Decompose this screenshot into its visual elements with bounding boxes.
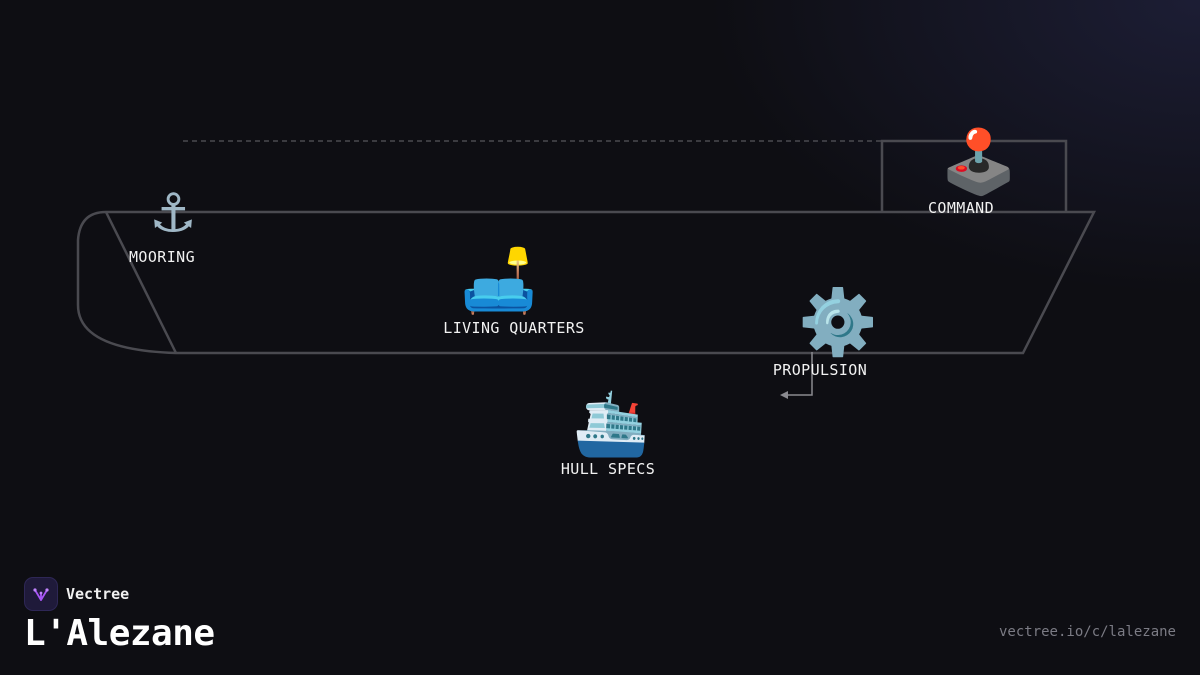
node-mooring[interactable]: ⚓ MOORING: [129, 171, 195, 266]
hull-outline: [76, 210, 1097, 355]
hull-specs-label: HULL SPECS: [561, 460, 655, 478]
propulsion-connector: [787, 352, 813, 396]
bow-line: [104, 211, 178, 354]
brand: Vectree: [24, 577, 129, 611]
couch-and-lamp-icon: 🛋️: [460, 244, 537, 317]
command-cabin-outline: [880, 139, 1068, 212]
node-hull-specs[interactable]: 🛳️ HULL SPECS: [561, 387, 655, 478]
living-quarters-label: LIVING QUARTERS: [443, 319, 584, 337]
connector-arrowhead: [780, 391, 788, 399]
mooring-label: MOORING: [129, 248, 195, 266]
node-command[interactable]: 🕹️ COMMAND: [928, 125, 1018, 217]
anchor-icon: ⚓: [153, 171, 193, 248]
propulsion-label: PROPULSION: [773, 361, 867, 379]
joystick-icon: 🕹️: [940, 125, 1017, 198]
brand-name: Vectree: [66, 585, 130, 603]
node-propulsion[interactable]: ⚙️ PROPULSION: [773, 286, 878, 379]
command-label: COMMAND: [928, 199, 994, 217]
ship-icon: 🛳️: [572, 387, 649, 460]
node-living-quarters[interactable]: 🛋️ LIVING QUARTERS: [443, 244, 584, 337]
footer-url[interactable]: vectree.io/c/lalezane: [998, 624, 1176, 640]
gear-icon: ⚙️: [798, 286, 878, 360]
vectree-logo-icon: [24, 577, 58, 611]
page-title: L'Alezane: [24, 613, 215, 654]
